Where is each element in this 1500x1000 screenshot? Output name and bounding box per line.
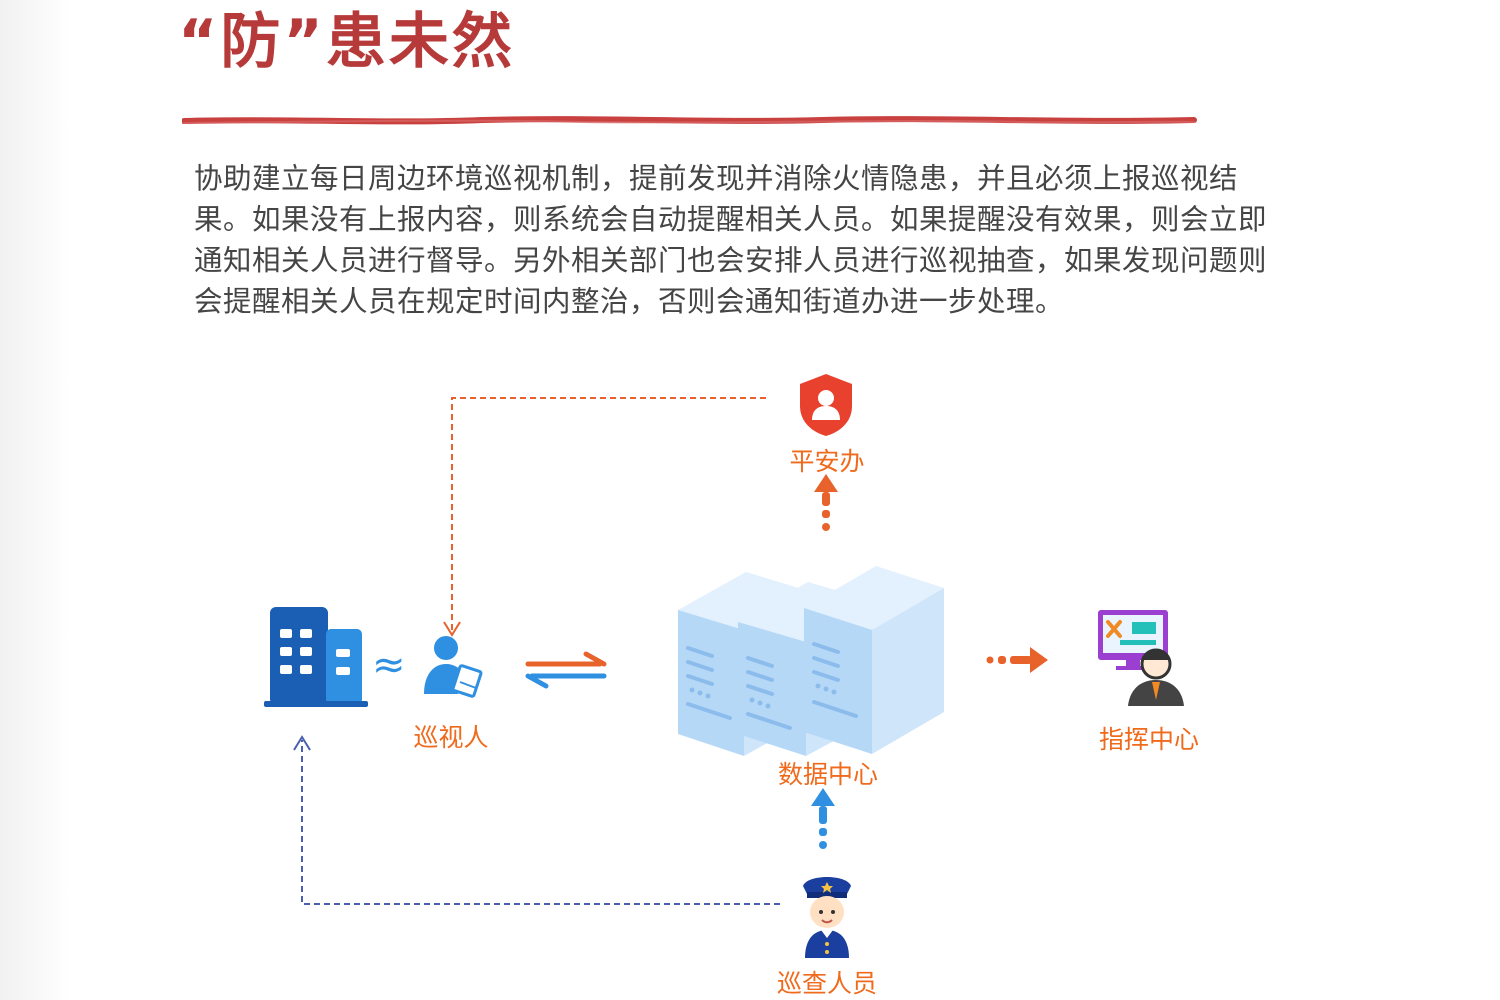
server-icon	[678, 566, 944, 756]
data-center-label: 数据中心	[777, 760, 879, 789]
safety-office-to-patroller-line	[451, 397, 766, 634]
up-arrow-to-safety-office	[814, 474, 838, 531]
inspector-label: 巡查人员	[776, 969, 878, 998]
connection-symbol: ≈	[372, 642, 406, 688]
shield-icon	[800, 374, 852, 436]
command-center-icon	[1098, 610, 1184, 706]
building-arrowhead	[293, 735, 311, 751]
patroller-arrowhead	[443, 621, 461, 637]
left-edge-shade	[0, 0, 70, 1000]
inspector-icon	[803, 877, 851, 958]
inspector-to-building-line	[301, 740, 780, 905]
command-center-label: 指挥中心	[1098, 725, 1200, 754]
page-title: “防”患未然	[178, 7, 515, 77]
safety-office-label: 平安办	[789, 447, 865, 476]
title-divider	[182, 116, 1197, 125]
description-text: 协助建立每日周边环境巡视机制，提前发现并消除火情隐患，并且必须上报巡视结果。如果…	[194, 162, 1268, 318]
building-icon	[264, 607, 368, 707]
patroller-icon	[424, 636, 483, 698]
up-arrow-to-data-center	[811, 788, 835, 849]
patroller-label: 巡视人	[413, 723, 489, 752]
sync-arrows	[525, 651, 607, 689]
right-arrow-to-command-center	[986, 647, 1048, 673]
